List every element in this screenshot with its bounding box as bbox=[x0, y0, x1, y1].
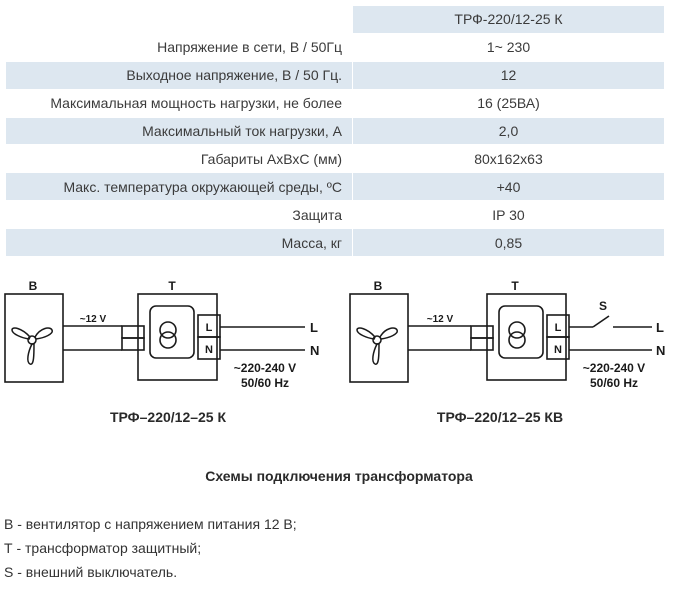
fan-icon bbox=[356, 327, 398, 365]
row-label: Масса, кг bbox=[6, 228, 353, 258]
legend-key: Т bbox=[4, 540, 13, 556]
terminal-n-box bbox=[546, 336, 570, 360]
terminal-n-box bbox=[197, 336, 221, 360]
table-row: Выходное напряжение, В / 50 Гц.12 bbox=[6, 61, 664, 90]
legend-text: - трансформатор защитный; bbox=[12, 540, 202, 556]
fan-label: B bbox=[29, 279, 38, 293]
row-value: 2,0 bbox=[352, 117, 664, 146]
row-value: 1~ 230 bbox=[352, 33, 664, 62]
wiring-diagram-k: B T ~12 V L N L N ~220-240 V 50/60 Hz bbox=[0, 276, 330, 396]
legend-key: S bbox=[4, 564, 14, 580]
transformer-inner bbox=[498, 305, 544, 359]
line-l-label: L bbox=[656, 320, 664, 335]
row-value: 80х162х63 bbox=[352, 144, 664, 174]
mains-freq-label: 50/60 Hz bbox=[590, 376, 638, 390]
row-label: Выходное напряжение, В / 50 Гц. bbox=[6, 61, 353, 90]
legend-text: - внешний выключатель. bbox=[13, 564, 178, 580]
switch-label: S bbox=[599, 299, 607, 313]
table-row: Габариты АхВхС (мм)80х162х63 bbox=[6, 144, 664, 174]
fan-icon bbox=[11, 327, 53, 365]
row-value: 12 bbox=[352, 61, 664, 90]
row-value: +40 bbox=[352, 172, 664, 202]
schemes-title: Схемы подключения трансформатора bbox=[205, 468, 473, 484]
table-row: Максимальная мощность нагрузки, не более… bbox=[6, 89, 664, 118]
spec-table: ТРФ-220/12-25 К Напряжение в сети, В / 5… bbox=[6, 6, 664, 258]
low-voltage-label: ~12 V bbox=[80, 314, 107, 325]
transformer-label: T bbox=[511, 279, 519, 293]
row-value: IP 30 bbox=[352, 200, 664, 230]
line-l-label: L bbox=[310, 320, 318, 335]
table-header-row: ТРФ-220/12-25 К bbox=[6, 6, 664, 34]
mains-voltage-label: ~220-240 V bbox=[234, 361, 296, 375]
diagram-caption-kb: ТРФ–220/12–25 КВ bbox=[436, 409, 564, 425]
diagram-caption-k: ТРФ–220/12–25 К bbox=[109, 409, 227, 425]
terminal-block bbox=[121, 325, 145, 339]
switch-blade bbox=[592, 315, 610, 328]
row-value: 0,85 bbox=[352, 228, 664, 258]
terminal-block bbox=[470, 337, 494, 351]
table-row: Макс. температура окружающей среды, ºС+4… bbox=[6, 172, 664, 202]
row-label: Напряжение в сети, В / 50Гц bbox=[6, 33, 353, 62]
row-label: Максимальный ток нагрузки, А bbox=[6, 117, 353, 146]
row-label: Максимальная мощность нагрузки, не более bbox=[6, 89, 353, 118]
terminal-l-label: L bbox=[555, 322, 562, 334]
mains-freq-label: 50/60 Hz bbox=[241, 376, 289, 390]
table-header-model: ТРФ-220/12-25 К bbox=[352, 6, 664, 34]
fan-label: B bbox=[374, 279, 383, 293]
terminal-n-label: N bbox=[554, 344, 562, 356]
line-n-label: N bbox=[656, 343, 665, 358]
legend-key: В bbox=[4, 516, 14, 532]
mains-voltage-label: ~220-240 V bbox=[583, 361, 645, 375]
legend-text: - вентилятор с напряжением питания 12 В; bbox=[13, 516, 297, 532]
row-label: Защита bbox=[6, 200, 353, 230]
terminal-block bbox=[121, 337, 145, 351]
terminal-n-label: N bbox=[205, 344, 213, 356]
wiring-diagram-k-svg: B T ~12 V L N L N ~220-240 V 50/60 Hz bbox=[4, 279, 319, 390]
row-label: Макс. температура окружающей среды, ºС bbox=[6, 172, 353, 202]
legend-item: Т - трансформатор защитный; bbox=[4, 539, 297, 563]
transformer-coil bbox=[159, 331, 177, 349]
row-label: Габариты АхВхС (мм) bbox=[6, 144, 353, 174]
terminal-block bbox=[470, 325, 494, 339]
line-n-label: N bbox=[310, 343, 319, 358]
transformer-coil bbox=[159, 321, 177, 339]
row-value: 16 (25ВА) bbox=[352, 89, 664, 118]
low-voltage-label: ~12 V bbox=[427, 314, 454, 325]
transformer-inner bbox=[149, 305, 195, 359]
legend: В - вентилятор с напряжением питания 12 … bbox=[4, 515, 297, 587]
terminal-l-label: L bbox=[206, 322, 213, 334]
table-header-empty bbox=[6, 6, 353, 34]
transformer-coil bbox=[508, 321, 526, 339]
wiring-diagram-kb-svg: B T S ~12 V L N L N ~220-240 V 50/60 Hz bbox=[349, 279, 665, 390]
fan-box bbox=[349, 293, 409, 383]
legend-item: S - внешний выключатель. bbox=[4, 563, 297, 587]
transformer-coil bbox=[508, 331, 526, 349]
fan-box bbox=[4, 293, 64, 383]
legend-item: В - вентилятор с напряжением питания 12 … bbox=[4, 515, 297, 539]
transformer-label: T bbox=[168, 279, 176, 293]
wiring-diagram-kb: B T S ~12 V L N L N ~220-240 V 50/60 Hz bbox=[347, 276, 677, 396]
